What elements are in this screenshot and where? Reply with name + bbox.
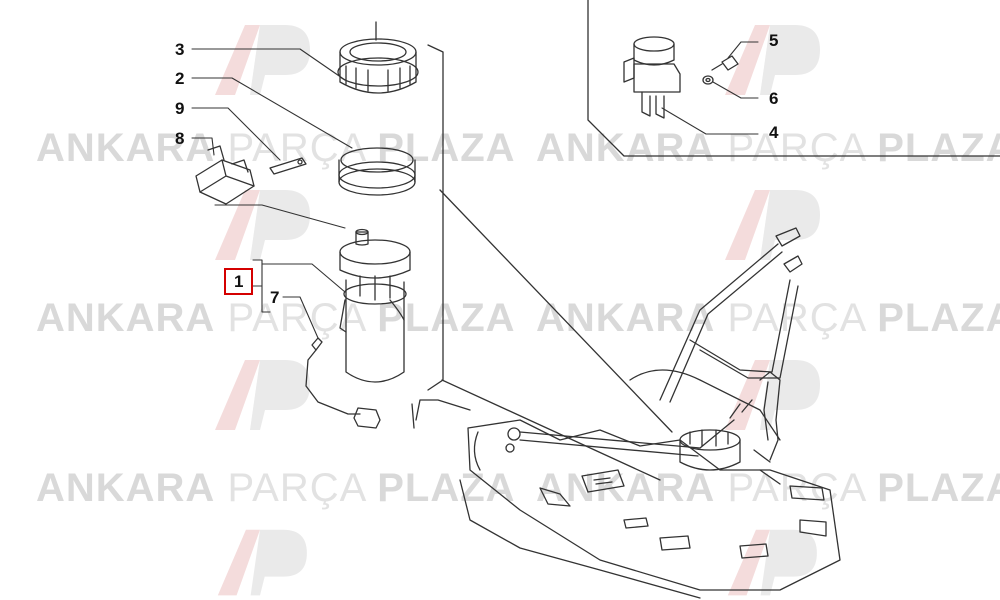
part-4-valve [623, 36, 681, 119]
part-5-screw [711, 55, 739, 71]
callout-4[interactable]: 4 [769, 123, 779, 142]
callout-8[interactable]: 8 [175, 129, 185, 148]
callout-2[interactable]: 2 [175, 69, 185, 88]
part-6-washer [702, 75, 714, 85]
leader-lines [191, 41, 759, 339]
fuel-tank [439, 189, 841, 599]
part-7-level-sender [305, 337, 381, 429]
callout-7[interactable]: 7 [270, 288, 280, 307]
callout-6[interactable]: 6 [769, 89, 779, 108]
callout-1-selected[interactable]: 1 [224, 268, 254, 295]
part-9-clip [269, 157, 307, 175]
part-3-lock-ring [337, 38, 419, 94]
group-frame-right [587, 0, 1000, 157]
part-8-connector [195, 145, 255, 205]
fuel-lines [411, 227, 803, 485]
callout-5[interactable]: 5 [769, 31, 779, 50]
part-2-seal [338, 147, 416, 196]
callout-9[interactable]: 9 [175, 99, 185, 118]
part-1-pump-module [339, 228, 411, 383]
tank-pump-flange [679, 429, 741, 471]
callout-3[interactable]: 3 [175, 40, 185, 59]
group-frame-left [375, 21, 444, 391]
